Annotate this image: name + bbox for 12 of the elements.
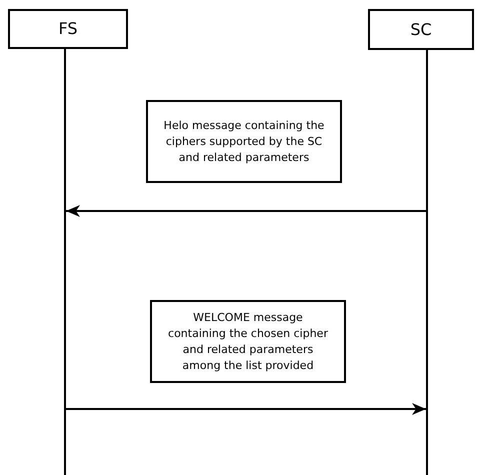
lifeline xyxy=(426,50,428,475)
message-arrow xyxy=(66,205,426,217)
lifeline xyxy=(64,49,66,475)
message-note xyxy=(150,300,346,383)
message-text: WELCOME message containing the chosen cipher and related parameters among the list provided xyxy=(167,310,329,374)
message-text: Helo message containing the ciphers supported by the SC and related parameters xyxy=(162,118,326,166)
participant-box xyxy=(8,9,128,49)
message-arrow xyxy=(66,403,426,415)
participant-name: FS xyxy=(58,18,78,40)
message-note xyxy=(146,100,342,183)
participant-name: SC xyxy=(410,18,432,40)
participant-box xyxy=(368,9,474,50)
